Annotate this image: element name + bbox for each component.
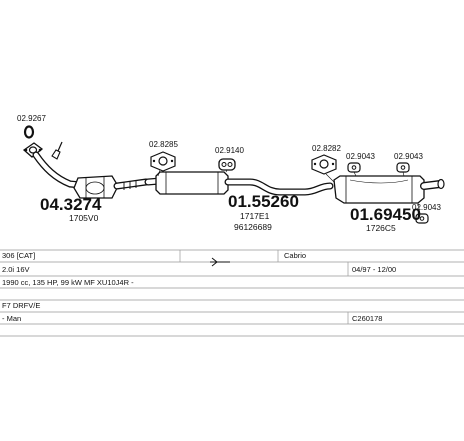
rear-hanger-3-part-number: 02.9043 [412, 203, 441, 212]
clamp-icon [311, 154, 337, 175]
front-clamp-part-number: 02.8285 [149, 140, 178, 149]
centre-silencer-body-icon [155, 171, 229, 195]
engine-code-cell: F7 DRFV/E [2, 301, 41, 310]
centre-silencer-oem-number-2: 96126689 [234, 222, 272, 232]
spec-table-lines [0, 249, 464, 337]
centre-hanger-part-number: 02.9140 [215, 146, 244, 155]
catalyst-part[interactable]: 04.3274 1705V0 [22, 141, 150, 223]
nut-icon [23, 125, 35, 139]
rear-clamp-part-number: 02.8282 [312, 144, 341, 153]
rear-silencer-part-number: 01.69450 [350, 205, 421, 224]
ref-cell: C260178 [352, 314, 383, 323]
rear-hanger-3-accessory[interactable]: 02.9043 [412, 203, 441, 224]
centre-silencer-oem-number-1: 1717E1 [240, 211, 270, 221]
rear-hanger-1-part-number: 02.9043 [346, 152, 375, 161]
body-cell: Cabrio [284, 251, 307, 260]
engine-cell: 2.0i 16V [2, 265, 30, 274]
clamp-icon [150, 151, 176, 172]
nut-part-number: 02.9267 [17, 114, 46, 123]
catalyst-body-icon [73, 175, 119, 199]
gearbox-cell: - Man [2, 314, 22, 323]
centre-hanger-accessory[interactable]: 02.9140 [215, 146, 244, 171]
lambda-boss-icon [51, 149, 61, 160]
rear-hanger-2-part-number: 02.9043 [394, 152, 423, 161]
drive-side-arrow-icon [210, 257, 230, 267]
leader-lines [157, 169, 421, 215]
specs-cell: 1990 cc, 135 HP, 99 kW MF XU10J4R - [2, 278, 134, 287]
rear-hanger-1-accessory[interactable]: 02.9043 [346, 152, 375, 173]
catalyst-oem-number: 1705V0 [69, 213, 99, 223]
rear-hanger-2-accessory[interactable]: 02.9043 [394, 152, 423, 173]
front-clamp-accessory[interactable]: 02.8285 [149, 140, 178, 172]
years-cell: 04/97 - 12/00 [352, 265, 397, 274]
rubber-hanger-icon [396, 162, 410, 173]
centre-silencer-part-number: 01.55260 [228, 192, 299, 211]
tailpipe-icon [420, 178, 445, 190]
catalyst-part-number: 04.3274 [40, 195, 102, 214]
rear-silencer-oem-number: 1726C5 [366, 223, 396, 233]
rubber-hanger-icon [415, 213, 429, 224]
model-cell: 306 [CAT] [2, 251, 36, 260]
rubber-hanger-icon [347, 162, 361, 173]
rubber-hanger-icon [218, 158, 236, 171]
centre-silencer-part[interactable]: 01.55260 1717E1 96126689 [144, 171, 334, 232]
rear-silencer-body-icon [333, 175, 425, 204]
rear-clamp-accessory[interactable]: 02.8282 [311, 144, 341, 175]
nut-accessory[interactable]: 02.9267 [17, 114, 46, 139]
catalyst-flange-icon [22, 142, 44, 158]
rear-silencer-part[interactable]: 01.69450 1726C5 [333, 175, 445, 233]
